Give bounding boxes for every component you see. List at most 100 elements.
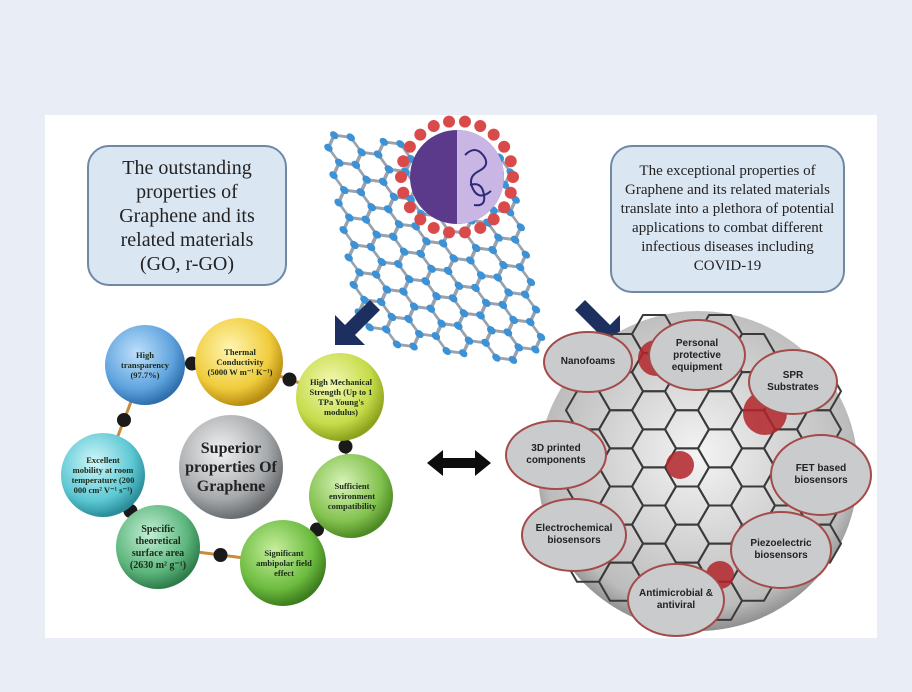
graphene-atom (416, 249, 425, 258)
application-label-spr-substrates: SPR Substrates (767, 370, 819, 393)
application-label-antimicrobial-antiviral: Antimicrobial & antiviral (639, 588, 713, 611)
graphene-atom (384, 205, 393, 214)
graphene-atom (366, 243, 376, 252)
virus-spike (504, 186, 517, 199)
carbon-atom (117, 413, 131, 427)
graphene-atom (410, 302, 419, 311)
graphene-atom (438, 239, 448, 248)
graphene-atom (493, 273, 502, 282)
graphene-atom (394, 220, 404, 229)
graphene-atom (329, 171, 338, 180)
graphene-atom (431, 332, 441, 341)
graphene-atom (384, 165, 394, 174)
graphene-atom (476, 311, 485, 320)
outstanding-properties-callout: The outstanding properties of Graphene a… (87, 145, 287, 286)
carbon-atom (338, 439, 353, 454)
graphene-atom (329, 131, 339, 140)
graphene-atom (389, 232, 398, 241)
figure-panel: The outstanding properties of Graphene a… (45, 115, 877, 638)
graphene-atom (421, 277, 430, 286)
virus-spike (498, 201, 511, 214)
application-bubble (627, 563, 725, 637)
graphene-atom (372, 230, 381, 239)
graphene-atom (477, 271, 486, 280)
graphene-atom (361, 215, 371, 224)
graphene-atom (404, 315, 413, 324)
graphene-atom (504, 288, 513, 297)
double-arrow-icon (427, 450, 491, 476)
graphene-atom (335, 158, 344, 167)
property-bubble (61, 433, 145, 517)
graphene-atom (404, 275, 414, 284)
graphene-atom (498, 301, 508, 310)
property-bubble (105, 325, 185, 405)
graphene-atom (437, 319, 446, 328)
graphene-atom (387, 312, 397, 321)
virus-spike (414, 213, 427, 226)
application-bubble (770, 434, 872, 516)
graphene-atom (365, 323, 374, 332)
property-label-environment-compatibility: Sufficient environment compatibility (327, 481, 377, 511)
graphene-atom (510, 235, 520, 244)
graphene-atom (389, 192, 399, 201)
virus-spike (474, 221, 487, 234)
virus-spike (443, 115, 456, 128)
application-bubble (648, 319, 746, 391)
graphene-atom (531, 305, 541, 314)
application-label-fet-biosensors: FET based biosensors (794, 463, 848, 486)
virus-spike (397, 186, 410, 199)
graphene-atom (514, 343, 523, 352)
graphene-atom (454, 281, 464, 290)
application-bubble (521, 498, 627, 572)
property-bubble (116, 505, 200, 589)
graphene-atom (379, 137, 389, 146)
application-label-ppe: Personal protective equipment (671, 338, 723, 373)
application-bubble (543, 331, 633, 393)
application-label-electrochemical-biosensors: Electrochemical biosensors (535, 523, 613, 546)
graphene-atom (371, 270, 381, 279)
graphene-atom (392, 340, 402, 349)
outstanding-properties-text: The outstanding properties of Graphene a… (119, 156, 255, 275)
graphene-atom (360, 295, 369, 304)
virus-spike (507, 171, 519, 183)
virus-spike (427, 120, 440, 133)
graphene-atom (449, 254, 459, 263)
graphene-atom (443, 266, 453, 275)
graphene-atom (503, 328, 513, 337)
virus-spike (397, 155, 410, 168)
graphene-atom (471, 283, 480, 292)
graphene-atom (521, 250, 531, 259)
graphene-atom (427, 264, 436, 273)
virus-spike (395, 171, 407, 183)
graphene-atom (396, 140, 405, 149)
carbon-atom (282, 372, 297, 387)
carbon-atom (213, 548, 228, 562)
graphene-atom (464, 336, 474, 345)
property-bubble (296, 353, 384, 441)
graphene-atom (357, 148, 366, 157)
graphene-atom (426, 304, 436, 313)
graphene-atom (356, 188, 366, 197)
application-label-nanofoams: Nanofoams (560, 356, 616, 367)
graphene-atom (487, 326, 496, 335)
application-bubble (730, 511, 832, 589)
graphene-atom (378, 177, 388, 186)
graphene-atom (399, 287, 408, 296)
virus-spike (487, 213, 500, 226)
virus-spike (474, 120, 487, 133)
arrow-down-right-icon (575, 300, 620, 345)
virus-spike (403, 201, 416, 214)
property-bubble (240, 520, 326, 606)
property-bubble (195, 318, 283, 406)
graphene-atom (382, 285, 392, 294)
graphene-atom (453, 321, 463, 330)
property-bubble (309, 454, 393, 538)
graphene-atom (432, 292, 441, 301)
applications-callout-text: The exceptional properties of Graphene a… (620, 163, 835, 274)
graphene-atom (516, 223, 526, 232)
graphene-atom (399, 247, 409, 256)
graphene-atom (362, 175, 371, 184)
graphene-atom (499, 260, 508, 269)
graphene-atom (350, 240, 359, 249)
property-label-thermal-conductivity: Thermal Conductivity (5000 W m⁻¹ K⁻¹) (207, 347, 273, 377)
